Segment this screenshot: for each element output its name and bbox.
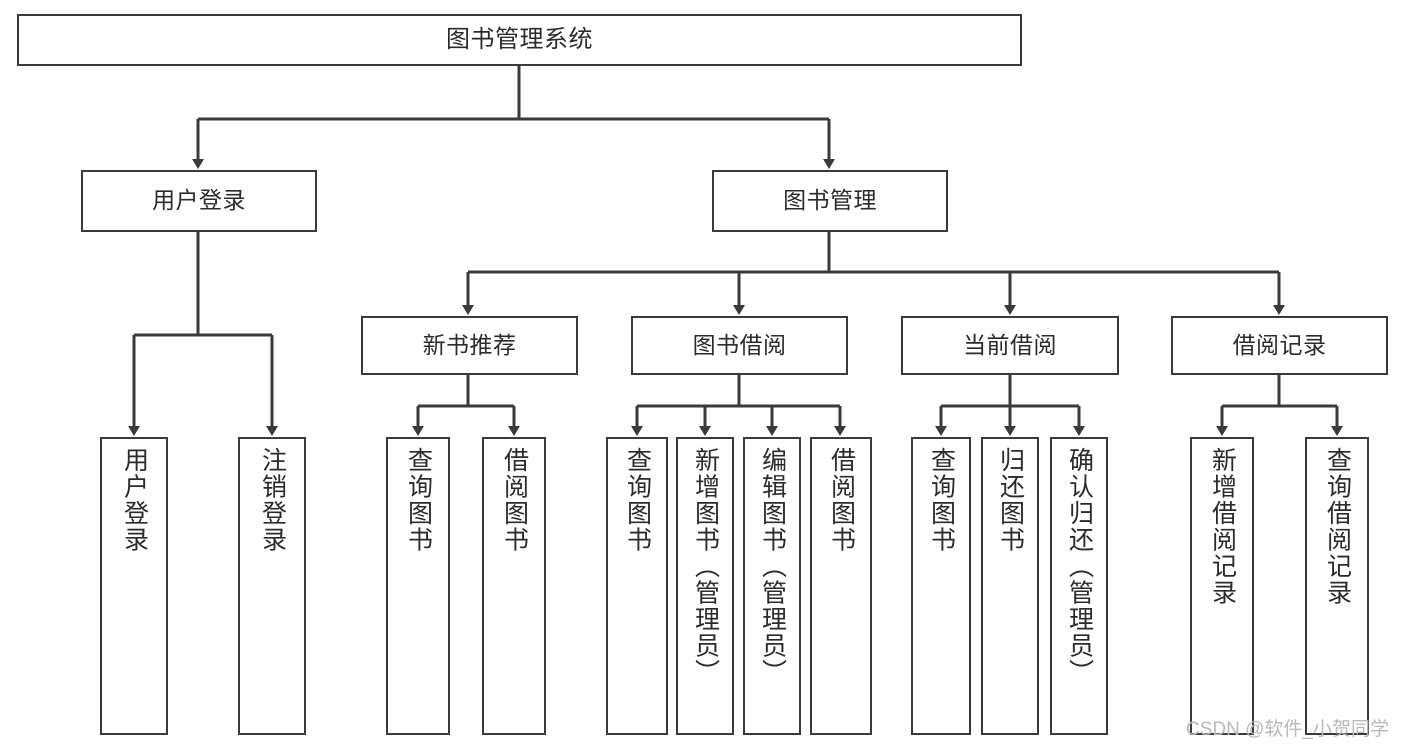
- csdn-watermark: CSDN @软件_小贺同学: [1186, 719, 1389, 740]
- node-new-book-recommend[interactable]: 新书推荐: [361, 316, 578, 375]
- node-label: 注销登录: [258, 447, 287, 553]
- node-user-login[interactable]: 用户登录: [81, 170, 317, 232]
- node-label: 用户登录: [152, 187, 246, 214]
- node-label: 归还图书: [996, 447, 1025, 553]
- node-label: 当前借阅: [963, 331, 1057, 358]
- node-book-management[interactable]: 图书管理: [712, 170, 948, 232]
- node-root-book-management-system[interactable]: 图书管理系统: [17, 14, 1022, 66]
- leaf-edit-book-admin[interactable]: 编辑图书（管理员）: [743, 437, 801, 735]
- node-label: 查询图书: [623, 447, 652, 553]
- leaf-borrow-book[interactable]: 借阅图书: [810, 437, 872, 735]
- node-label: 新增图书（管理员）: [691, 447, 720, 686]
- leaf-query-book-current[interactable]: 查询图书: [911, 437, 971, 735]
- leaf-add-borrow-record[interactable]: 新增借阅记录: [1190, 437, 1254, 735]
- node-label: 用户登录: [120, 447, 149, 553]
- leaf-logout[interactable]: 注销登录: [238, 437, 306, 735]
- node-label: 借阅图书: [827, 447, 856, 553]
- leaf-query-borrow-record[interactable]: 查询借阅记录: [1305, 437, 1369, 735]
- node-borrow-record[interactable]: 借阅记录: [1171, 316, 1388, 375]
- leaf-confirm-return-admin[interactable]: 确认归还（管理员）: [1050, 437, 1108, 735]
- node-label: 借阅记录: [1232, 331, 1327, 358]
- leaf-query-book-borrow[interactable]: 查询图书: [606, 437, 668, 735]
- leaf-add-book-admin[interactable]: 新增图书（管理员）: [676, 437, 734, 735]
- leaf-borrow-book-recommend[interactable]: 借阅图书: [482, 437, 546, 735]
- leaf-user-login[interactable]: 用户登录: [100, 437, 168, 735]
- node-label: 图书管理系统: [446, 25, 593, 53]
- leaf-query-book-recommend[interactable]: 查询图书: [386, 437, 450, 735]
- node-current-borrow[interactable]: 当前借阅: [901, 316, 1119, 375]
- node-label: 借阅图书: [500, 447, 529, 553]
- node-label: 确认归还（管理员）: [1065, 447, 1094, 686]
- leaf-return-book[interactable]: 归还图书: [981, 437, 1039, 735]
- node-label: 新书推荐: [422, 331, 517, 358]
- node-label: 图书管理: [783, 187, 877, 214]
- node-book-borrow[interactable]: 图书借阅: [631, 316, 848, 375]
- node-label: 新增借阅记录: [1208, 447, 1237, 606]
- node-label: 编辑图书（管理员）: [758, 447, 787, 686]
- node-label: 查询借阅记录: [1323, 447, 1352, 606]
- node-label: 图书借阅: [692, 331, 787, 358]
- node-label: 查询图书: [404, 447, 433, 553]
- node-label: 查询图书: [927, 447, 956, 553]
